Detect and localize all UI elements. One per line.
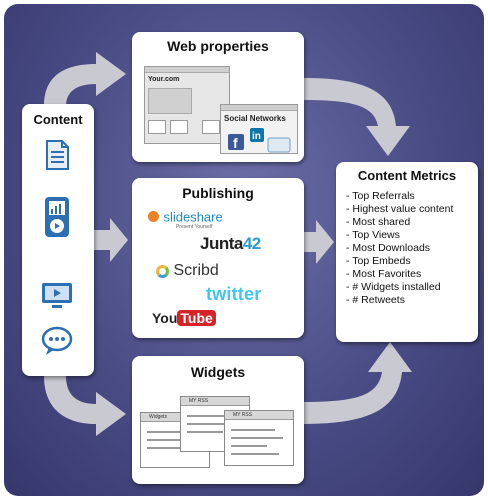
widgets-box: Widgets Widgets MY RSS MY RSS bbox=[132, 356, 304, 484]
svg-text:in: in bbox=[252, 131, 261, 142]
website-block bbox=[170, 120, 188, 134]
metric-item: - # Retweets bbox=[346, 294, 405, 306]
scribd-logo: Scribd bbox=[156, 262, 219, 280]
metric-item: - Top Views bbox=[346, 229, 400, 241]
arrow-content-to-widgets bbox=[44, 376, 126, 436]
widget-window: MY RSS bbox=[224, 410, 294, 466]
chat-bubble-icon bbox=[41, 326, 73, 355]
publishing-title: Publishing bbox=[182, 185, 254, 201]
web-properties-title: Web properties bbox=[167, 38, 269, 54]
arrow-web-to-metrics bbox=[302, 78, 410, 156]
metric-item: - # Widgets installed bbox=[346, 281, 441, 293]
website-block bbox=[148, 120, 166, 134]
flow-arrows bbox=[44, 52, 412, 436]
content-metrics-box: Content Metrics - Top Referrals - Highes… bbox=[336, 162, 478, 342]
metric-item: - Top Embeds bbox=[346, 255, 411, 267]
arrow-content-to-web bbox=[44, 52, 126, 106]
facebook-icon bbox=[228, 134, 244, 150]
social-networks-label: Social Networks bbox=[224, 114, 286, 123]
metrics-list: - Top Referrals - Highest value content … bbox=[346, 190, 453, 307]
linkedin-icon bbox=[250, 128, 264, 142]
website-block bbox=[202, 120, 220, 134]
twitter-logo: twitter bbox=[206, 284, 262, 304]
web-properties-box: Web properties Your.com Social Networks … bbox=[132, 32, 304, 162]
myspace-icon bbox=[267, 137, 291, 153]
arrow-widgets-to-metrics bbox=[302, 342, 412, 424]
slideshare-icon bbox=[148, 211, 159, 223]
content-metrics-title: Content Metrics bbox=[357, 168, 457, 183]
video-screen-icon bbox=[42, 283, 72, 308]
arrow-publishing-to-metrics bbox=[304, 220, 334, 264]
metric-item: - Most Downloads bbox=[346, 242, 431, 254]
publishing-box: Publishing slideshare Present Yourself J… bbox=[132, 178, 304, 338]
svg-text:f: f bbox=[233, 135, 238, 151]
diagram-canvas: Content bbox=[4, 4, 484, 496]
metric-item: - Top Referrals bbox=[346, 190, 415, 202]
arrow-content-to-publishing bbox=[94, 218, 128, 262]
media-player-icon bbox=[45, 197, 69, 237]
junta42-logo: Junta42 bbox=[200, 234, 261, 253]
metric-item: - Most Favorites bbox=[346, 268, 422, 280]
website-label: Your.com bbox=[148, 76, 180, 83]
social-logos: f in bbox=[228, 128, 291, 153]
website-banner bbox=[148, 88, 192, 114]
content-box: Content bbox=[22, 104, 94, 376]
content-title: Content bbox=[33, 112, 83, 127]
scribd-icon bbox=[156, 264, 169, 278]
widgets-title: Widgets bbox=[190, 364, 246, 380]
metric-item: - Most shared bbox=[346, 216, 411, 228]
slideshare-logo: slideshare Present Yourself bbox=[148, 208, 223, 230]
document-icon bbox=[46, 140, 69, 170]
metric-item: - Highest value content bbox=[346, 203, 454, 215]
